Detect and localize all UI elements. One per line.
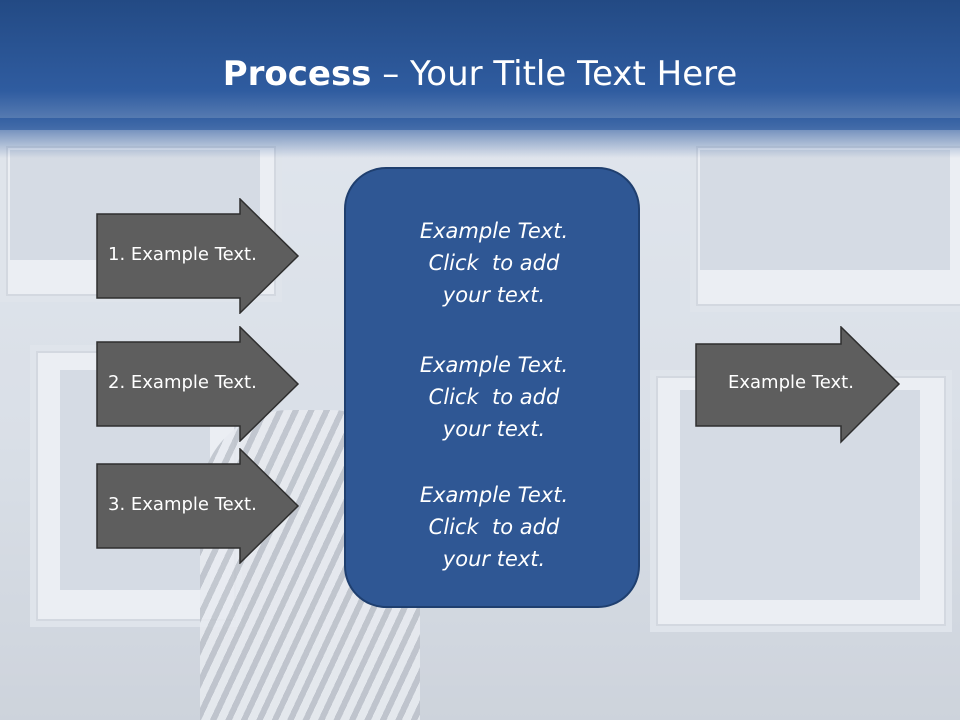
text-line: Example Text.	[419, 219, 569, 243]
arrow-label: 3. Example Text.	[108, 494, 257, 515]
text-block-3: Example Text. Click to add your text.	[346, 479, 642, 575]
text-block-2: Example Text. Click to add your text.	[346, 349, 642, 445]
arrow-shape	[96, 326, 300, 442]
text-line: Click to add	[428, 251, 560, 275]
arrow-shape	[695, 326, 901, 444]
text-line: Click to add	[428, 385, 560, 409]
monitor-screen	[700, 150, 950, 270]
arrow-1[interactable]: 1. Example Text.	[96, 198, 300, 314]
arrow-label: 1. Example Text.	[108, 244, 257, 265]
title-rest: – Your Title Text Here	[371, 54, 738, 94]
text-block-1: Example Text. Click to add your text.	[346, 215, 642, 311]
arrow-label: Example Text.	[728, 372, 854, 393]
arrow-shape	[96, 448, 300, 564]
slide-title[interactable]: Process – Your Title Text Here	[0, 52, 960, 96]
text-line: Example Text.	[419, 353, 569, 377]
text-line: your text.	[442, 417, 546, 441]
title-bold: Process	[222, 54, 372, 94]
arrow-right[interactable]: Example Text.	[695, 326, 901, 444]
center-text-box[interactable]: Example Text. Click to add your text. Ex…	[344, 167, 640, 608]
text-line: Example Text.	[419, 483, 569, 507]
arrow-shape	[96, 198, 300, 314]
text-line: Click to add	[428, 515, 560, 539]
title-bar	[0, 0, 960, 130]
arrow-label: 2. Example Text.	[108, 372, 257, 393]
text-line: your text.	[442, 283, 546, 307]
arrow-2[interactable]: 2. Example Text.	[96, 326, 300, 442]
title-bar-fade	[0, 118, 960, 158]
text-line: your text.	[442, 547, 546, 571]
arrow-3[interactable]: 3. Example Text.	[96, 448, 300, 564]
